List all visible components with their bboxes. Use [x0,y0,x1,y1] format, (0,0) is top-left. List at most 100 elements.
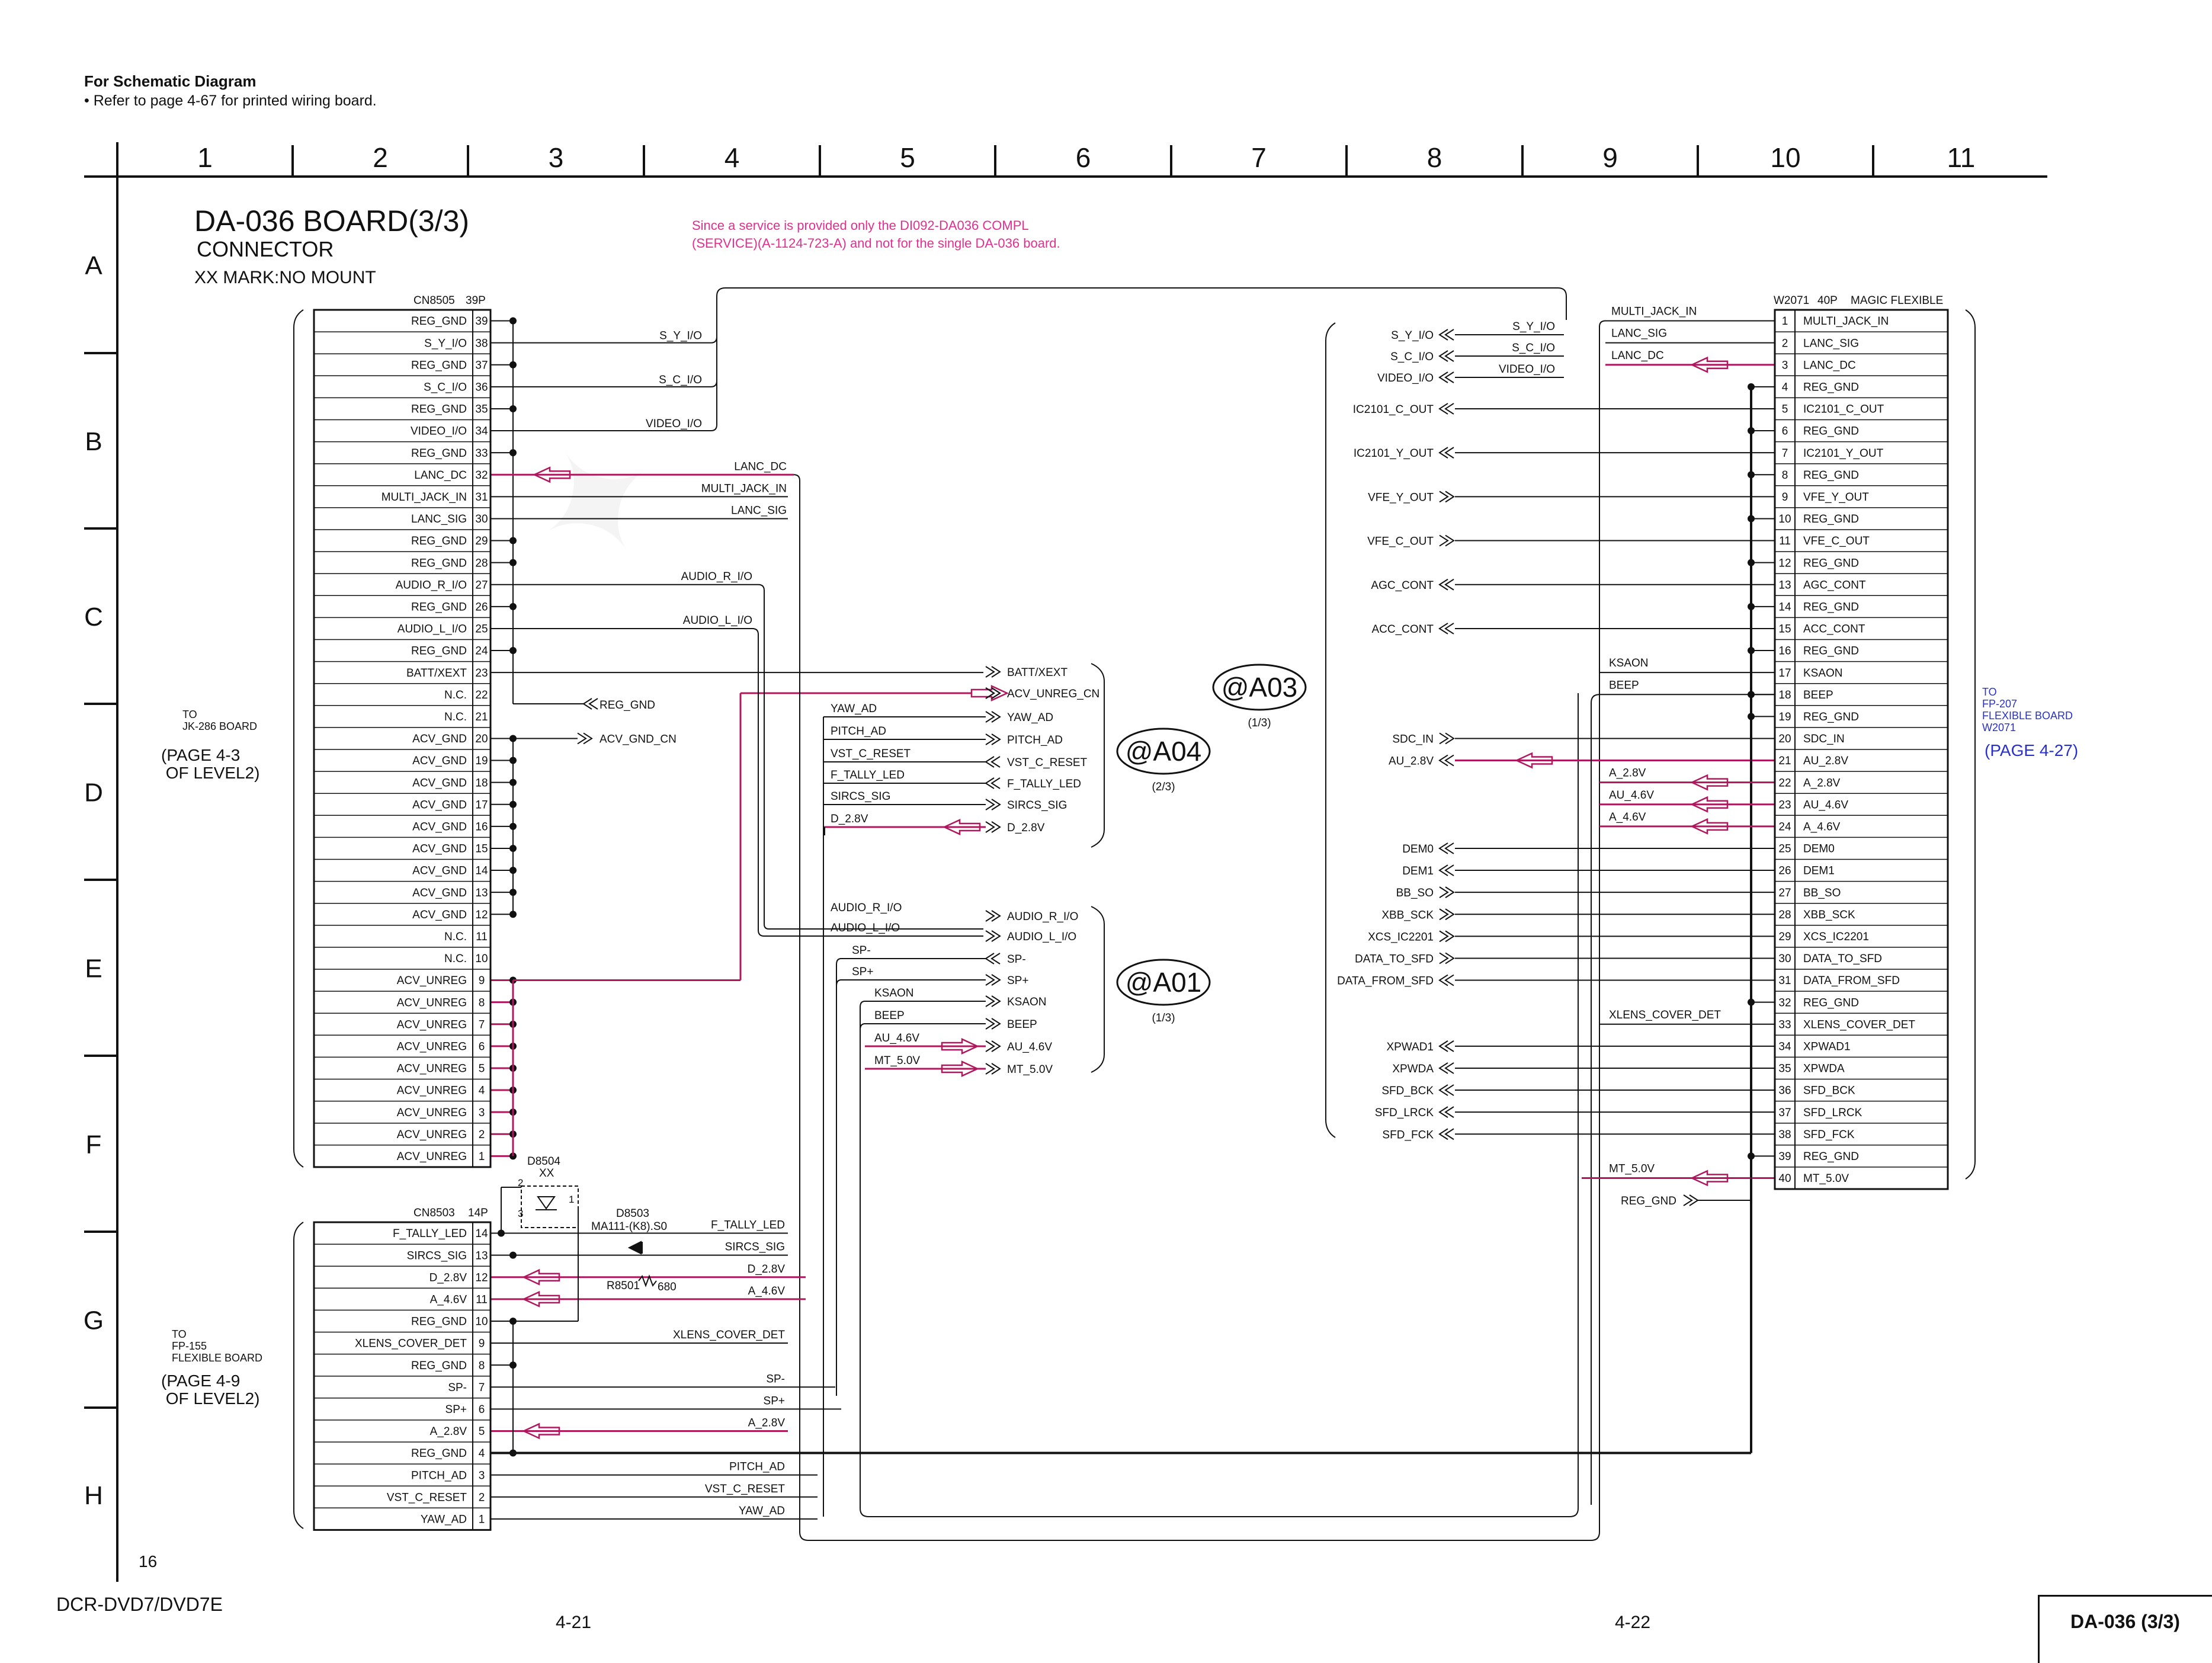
pin-label: REG_GND [411,535,467,547]
pin-label: ACV_GND [412,733,467,745]
pin-number: 28 [475,557,488,569]
input-symbol [985,821,1001,833]
part-label: D8504 [527,1155,560,1168]
wire-label: YAW_AD [739,1505,785,1517]
right-signal-label: BB_SO [1396,887,1434,899]
power-arrow [533,466,571,483]
pin-label: ACV_GND [412,843,467,855]
part-label: XX [539,1167,554,1180]
pin-number: 15 [1778,623,1791,636]
right-signal-label: DATA_FROM_SFD [1337,975,1434,988]
power-arrow [942,819,981,835]
offpage-sheet: (1/3) [1152,1012,1175,1024]
right-signal-label: S_Y_I/O [1391,329,1434,342]
column-label: 8 [1427,142,1442,173]
r8501-symbol [638,1274,657,1287]
pin-number: 32 [475,469,488,482]
column-label: 5 [900,142,915,173]
pin-label: IC2101_Y_OUT [1803,447,1884,460]
pin-label: REG_GND [1803,513,1859,526]
wire-label: KSAON [874,987,914,999]
pin-number: 19 [475,755,488,767]
wire-label: S_C_I/O [1512,342,1555,354]
a01-signal-label: SP- [1007,953,1026,966]
pin-label: SP- [448,1382,467,1394]
input-symbol [985,799,1001,810]
pin-number: 34 [475,425,488,438]
a01-signal-label: KSAON [1007,996,1047,1008]
input-symbol [985,995,1001,1007]
wire [860,1023,865,1066]
pin-label: DATA_FROM_SFD [1803,975,1900,987]
wire-label: VIDEO_I/O [1499,363,1555,376]
input-symbol [1439,908,1455,921]
wire-label: MULTI_JACK_IN [1611,306,1697,318]
pin-label: N.C. [444,689,467,701]
right-signal-label: AGC_CONT [1371,579,1434,592]
column-label: 4 [724,142,740,173]
a01-signal-label: AUDIO_R_I/O [1007,911,1078,923]
wire-label: D_2.8V [831,813,868,825]
wire-label: LANC_SIG [731,504,787,517]
output-symbol [985,777,1001,789]
pin-label: BEEP [1803,689,1833,701]
pin-number: 4 [479,1085,485,1097]
pin-number: 5 [479,1063,485,1075]
w2071-page-ref: (PAGE 4-27) [1985,741,2079,760]
pin-label: MT_5.0V [1803,1172,1849,1185]
wire-label: LANC_SIG [1611,328,1667,340]
pin-label: REG_GND [1803,645,1859,658]
power-arrow [1690,356,1729,373]
output-symbol [1438,1084,1454,1096]
pin-number: 2 [479,1129,485,1141]
pin-number: 23 [1778,799,1791,811]
input-symbol [985,930,1001,942]
output-symbol [1438,754,1454,767]
row-label: F [86,1130,102,1159]
pin-number: 10 [475,1316,488,1328]
pin-number: 36 [475,382,488,394]
input-symbol [577,732,593,745]
pin-label: XPWDA [1803,1063,1845,1075]
power-arrow [941,1060,979,1077]
footer-model: DCR-DVD7/DVD7E [56,1594,223,1615]
pin-label: MULTI_JACK_IN [1803,315,1889,328]
input-symbol [1439,886,1455,898]
column-label: 6 [1076,142,1091,173]
pin-number: 6 [479,1404,485,1416]
connector-name: CN8505 [413,294,455,307]
wire [758,584,983,930]
output-symbol [1438,842,1454,854]
pin-number: 10 [475,953,488,965]
wire [710,287,1567,344]
pin-number: 31 [475,491,488,504]
offpage-connector [1116,728,1211,775]
wire-label: AUDIO_L_I/O [831,922,900,934]
wire-label: AU_4.6V [874,1032,919,1044]
output-symbol [1438,447,1454,459]
pin-label: LANC_SIG [1803,337,1859,350]
wire-label: AU_4.6V [1609,789,1654,802]
a04-signal-label: VST_C_RESET [1007,757,1088,769]
a04-signal-label: ACV_UNREG_CN [1007,688,1099,700]
pin-number: 40 [1778,1172,1791,1185]
pin-label: XLENS_COVER_DET [355,1338,467,1350]
row-label: A [85,251,102,280]
pin-label: REG_GND [1803,382,1859,394]
wire-label: VIDEO_I/O [646,418,702,430]
pin-number: 35 [1778,1063,1791,1075]
pin-label: ACV_UNREG [397,1063,467,1075]
input-symbol [1439,534,1455,547]
right-signal-label: DATA_TO_SFD [1355,953,1434,965]
right-signal-label: DEM0 [1402,843,1434,855]
wire-label: LANC_DC [734,460,787,473]
wire-label: A_2.8V [748,1417,786,1429]
offpage-connector [1116,959,1211,1006]
pin-number: 11 [1779,535,1791,547]
row-label: E [85,954,102,983]
wire-label: SP- [766,1373,785,1385]
